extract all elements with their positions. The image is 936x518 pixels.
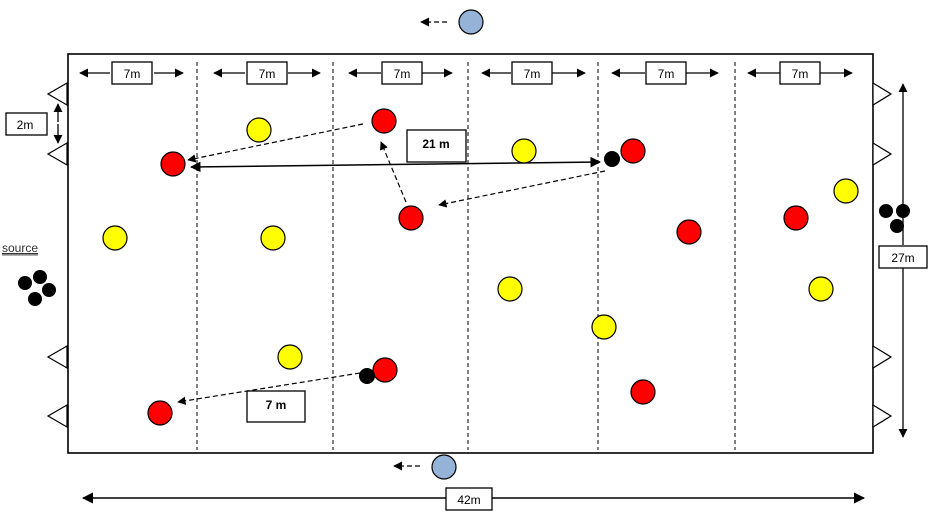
zone-width-label: 7m (658, 67, 675, 81)
pass-distance-box: 7 m (246, 390, 306, 423)
pass-short-label: 7 m (266, 398, 287, 412)
red-team (147, 108, 809, 426)
left-cones (46, 81, 68, 429)
red-player-icon (783, 205, 809, 231)
right-cones (872, 81, 893, 429)
red-player-icon (371, 108, 397, 134)
ball-icon (42, 283, 56, 297)
yellow-player-icon (833, 178, 859, 204)
zone-width-marker: 7m (348, 61, 453, 85)
zone-width-label: 7m (792, 67, 809, 81)
yellow-player-icon (246, 117, 272, 143)
pass-line-7m (177, 372, 361, 405)
coach-icon (431, 454, 457, 480)
red-player-icon (620, 138, 646, 164)
cone-icon (46, 403, 68, 429)
ball-icon (33, 270, 47, 284)
cone-gap-marker: 2m (5, 103, 63, 144)
source-label: source (2, 241, 38, 255)
ball-icon (896, 204, 910, 218)
coach-bottom (393, 454, 457, 480)
yellow-player-icon (497, 276, 523, 302)
cone-icon (872, 403, 893, 429)
ball-icon (359, 368, 375, 384)
pitch-boundary (67, 53, 874, 454)
cone-gap-label: 2m (17, 118, 34, 132)
yellow-player-icon (511, 138, 537, 164)
zone-dividers (196, 62, 736, 450)
pitch-length-label: 42m (457, 493, 480, 507)
pitch-width-label: 27m (891, 251, 914, 265)
ball-source-left (18, 270, 56, 306)
yellow-player-icon (102, 225, 128, 251)
ball-icon (28, 292, 42, 306)
zone-width-label: 7m (524, 67, 541, 81)
coach-top (420, 9, 484, 35)
zone-width-label: 7m (394, 67, 411, 81)
cone-icon (872, 344, 893, 370)
cone-icon (46, 344, 68, 370)
cone-icon (46, 141, 68, 167)
cone-icon (872, 141, 893, 167)
red-player-icon (676, 219, 702, 245)
run-line (380, 141, 407, 203)
yellow-player-icon (808, 276, 834, 302)
coach-icon (458, 9, 484, 35)
ball-icon (604, 151, 620, 167)
pitch-width-marker: 27m (878, 83, 928, 438)
balls-in-play (359, 151, 620, 384)
yellow-team (102, 117, 859, 370)
red-player-icon (398, 205, 424, 231)
cone-icon (872, 81, 893, 107)
pass-distance-box: 21 m (406, 129, 467, 163)
movement-lines (177, 123, 606, 405)
zone-width-label: 7m (124, 67, 141, 81)
pitch-length-marker: 42m (81, 487, 866, 511)
ball-icon (879, 204, 893, 218)
zone-width-markers: 7m 7m 7m 7m 7m (79, 61, 853, 85)
red-player-icon (147, 400, 173, 426)
cone-icon (46, 81, 68, 107)
run-line (187, 123, 364, 163)
pass-line-21m (189, 156, 602, 173)
ball-icon (18, 276, 32, 290)
zone-width-marker: 7m (747, 61, 853, 85)
red-player-icon (630, 379, 656, 405)
zone-width-marker: 7m (481, 61, 586, 85)
pass-line (438, 170, 606, 208)
red-player-icon (372, 357, 398, 383)
ball-icon (890, 219, 904, 233)
ball-source-right (879, 204, 910, 233)
zone-width-marker: 7m (611, 61, 719, 85)
yellow-player-icon (260, 225, 286, 251)
yellow-player-icon (591, 314, 617, 340)
zone-width-marker: 7m (79, 61, 184, 85)
zone-width-label: 7m (259, 67, 276, 81)
pass-long-label: 21 m (422, 137, 449, 151)
red-player-icon (160, 151, 186, 177)
zone-width-marker: 7m (213, 61, 321, 85)
yellow-player-icon (277, 344, 303, 370)
